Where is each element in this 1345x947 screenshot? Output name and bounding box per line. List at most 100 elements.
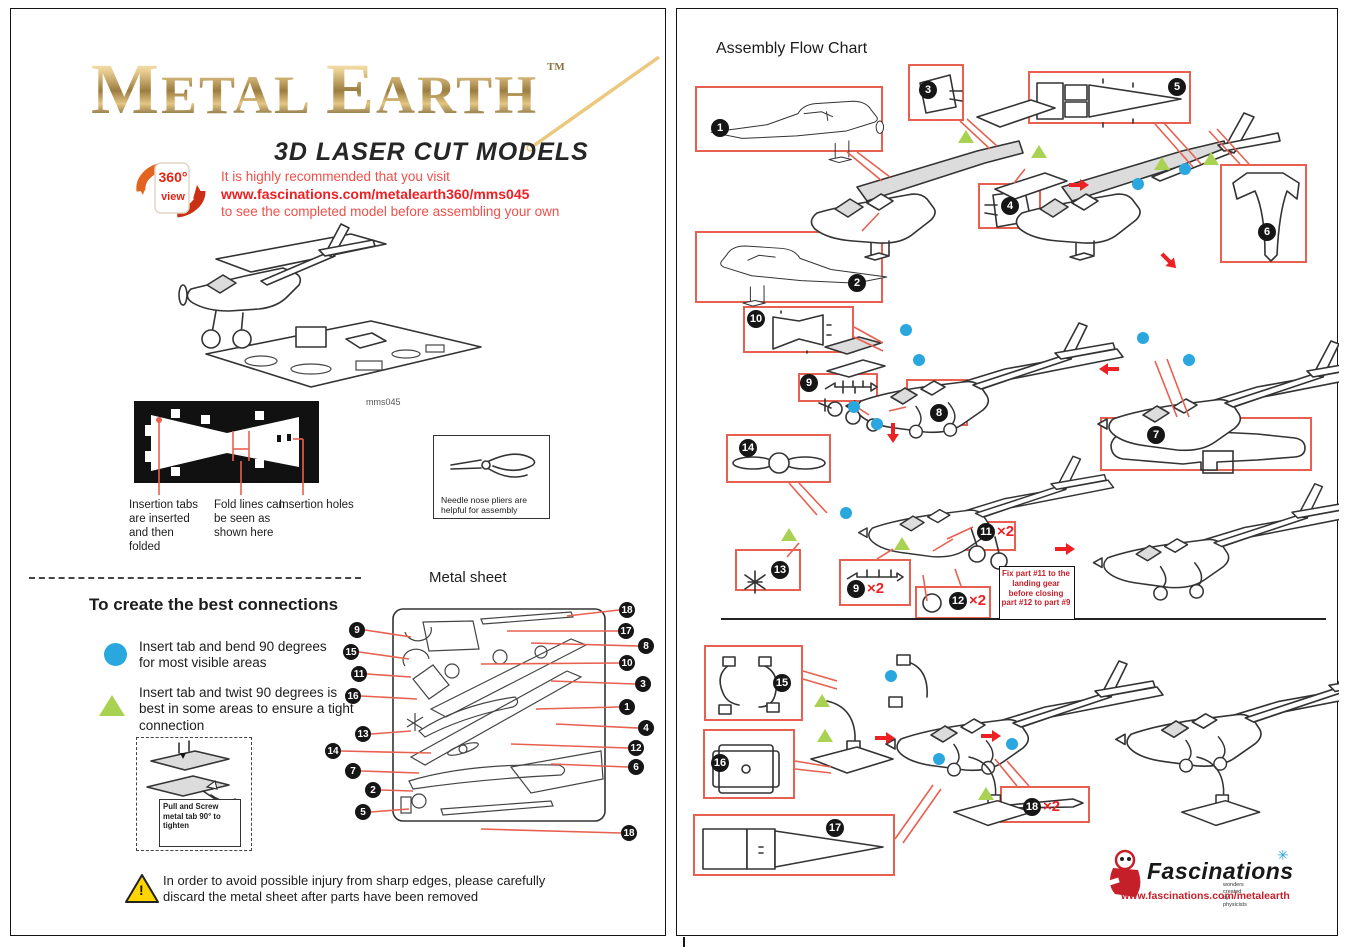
fascinations-brand: Fascinations <box>1147 858 1294 884</box>
part-box-2 <box>695 231 883 303</box>
multiplier-9: ×2 <box>867 580 885 597</box>
part-badge-2: 2 <box>848 274 866 292</box>
twist-triangle-marker <box>781 528 797 541</box>
bend-dot-marker <box>1137 332 1149 344</box>
part-badge-12: 12 <box>949 592 967 610</box>
plane-row3-complete <box>1092 483 1339 589</box>
360-view-icon: 360° view <box>133 159 207 221</box>
twist-note: Insert tab and twist 90 degrees is best … <box>139 685 354 733</box>
twist-triangle-marker <box>894 537 910 550</box>
snowflake-icon: ✳ <box>1277 847 1289 863</box>
part-box-17 <box>693 814 895 876</box>
bend-dot-marker <box>900 324 912 336</box>
plane-bottom-center <box>885 660 1164 772</box>
bend-dot-marker <box>913 354 925 366</box>
sheet-callout: 6 <box>628 759 644 775</box>
sheet-callout: 12 <box>628 740 644 756</box>
flow-arrow-right <box>1069 179 1089 191</box>
part-box-13 <box>735 549 801 591</box>
pliers-tip-box <box>433 435 550 519</box>
part-badge-14: 14 <box>739 439 757 457</box>
part-badge-16: 16 <box>711 754 729 772</box>
part-badge-4: 4 <box>1001 197 1019 215</box>
sheet-callout: 5 <box>355 804 371 820</box>
recommendation-line1: It is highly recommended that you visit <box>221 169 450 184</box>
fix-note: Fix part #11 to the landing gear before … <box>1001 569 1071 608</box>
sheet-callout: 18 <box>619 602 635 618</box>
stand-arm-float <box>904 660 928 698</box>
part-badge-9: 9 <box>800 374 818 392</box>
sheet-callout: 18 <box>621 825 637 841</box>
trademark-symbol: TM <box>547 61 565 73</box>
bend-dot-icon <box>104 643 127 666</box>
sheet-callout: 13 <box>355 726 371 742</box>
sheet-callout: 2 <box>365 782 381 798</box>
pliers-note: Needle nose pliers are helpful for assem… <box>441 495 527 516</box>
warning-text: In order to avoid possible injury from s… <box>163 873 546 904</box>
model-code: mms045 <box>366 397 401 407</box>
part-badge-3: 3 <box>919 81 937 99</box>
plane-row2-center <box>845 322 1124 434</box>
part-badge-10: 10 <box>747 310 765 328</box>
flow-arrow-right <box>981 730 1001 742</box>
part-badge-13: 13 <box>771 561 789 579</box>
part-badge-17: 17 <box>826 819 844 837</box>
flow-arrow-left <box>1099 363 1119 375</box>
flow-arrow-down-right <box>1157 249 1181 273</box>
part-badge-7: 7 <box>1147 426 1165 444</box>
label-insertion-holes: Insertion holes <box>279 499 354 511</box>
part-badge-6: 6 <box>1258 223 1276 241</box>
plane-bottom-final <box>1115 653 1339 768</box>
right-page: Assembly Flow Chart Fix part #11 to the … <box>676 8 1339 936</box>
label-fold-lines: Fold lines can be seen as shown here <box>214 499 285 540</box>
twist-triangle-marker <box>817 729 833 742</box>
sheet-callout: 10 <box>619 655 635 671</box>
sheet-callout: 4 <box>638 720 654 736</box>
recommendation-url[interactable]: www.fascinations.com/metalearth360/mms04… <box>221 186 530 202</box>
bend-dot-marker <box>848 401 860 413</box>
sheet-callout: 1 <box>619 699 635 715</box>
part-badge-8: 8 <box>930 404 948 422</box>
recommendation-line3: to see the completed model before assemb… <box>221 204 560 219</box>
section-divider <box>29 577 361 579</box>
bend-dot-marker <box>933 753 945 765</box>
fascinations-tagline: wonders created by physicists <box>1223 882 1247 909</box>
logo-subtitle: 3D LASER CUT MODELS <box>274 138 589 166</box>
multiplier-12: ×2 <box>969 592 987 609</box>
warning-triangle-icon: ! <box>124 873 160 910</box>
sheet-callout: 17 <box>618 623 634 639</box>
assembled-model-drawing <box>178 223 482 388</box>
sheet-callout: 14 <box>325 743 341 759</box>
sheet-callout: 15 <box>343 644 359 660</box>
flow-chart-title: Assembly Flow Chart <box>716 40 868 57</box>
twist-triangle-marker <box>1203 152 1219 165</box>
part-badge-5: 5 <box>1168 78 1186 96</box>
twist-triangle-icon <box>99 695 125 716</box>
twist-triangle-marker <box>1154 157 1170 170</box>
next-page-fold-mark <box>683 937 685 947</box>
multiplier-18: ×2 <box>1043 798 1061 815</box>
twist-triangle-marker <box>814 694 830 707</box>
logo-letter: M <box>91 49 161 129</box>
sheet-callout: 9 <box>349 622 365 638</box>
fascinations-logo: Fascinations ✳ wonders created by physic… <box>1105 847 1293 908</box>
part-box-5 <box>1028 71 1191 124</box>
part-badge-11: 11 <box>977 523 995 541</box>
twist-triangle-marker <box>978 787 994 800</box>
badge-view-text: view <box>161 191 185 203</box>
part-box-7 <box>1100 417 1312 471</box>
twist-triangle-marker <box>1031 145 1047 158</box>
bend-dot-marker <box>871 418 883 430</box>
part-badge-1: 1 <box>711 119 729 137</box>
fix-note-frame <box>999 566 1075 620</box>
bend-dot-marker <box>1183 354 1195 366</box>
fascinations-url[interactable]: www.fascinations.com/metalearth <box>1121 890 1290 902</box>
flow-arrow-right <box>1055 543 1075 555</box>
sheet-callout-leaders <box>340 609 639 834</box>
twist-triangle-marker <box>958 130 974 143</box>
metal-sheet-diagram <box>392 608 606 822</box>
bend-dot-marker <box>1179 163 1191 175</box>
